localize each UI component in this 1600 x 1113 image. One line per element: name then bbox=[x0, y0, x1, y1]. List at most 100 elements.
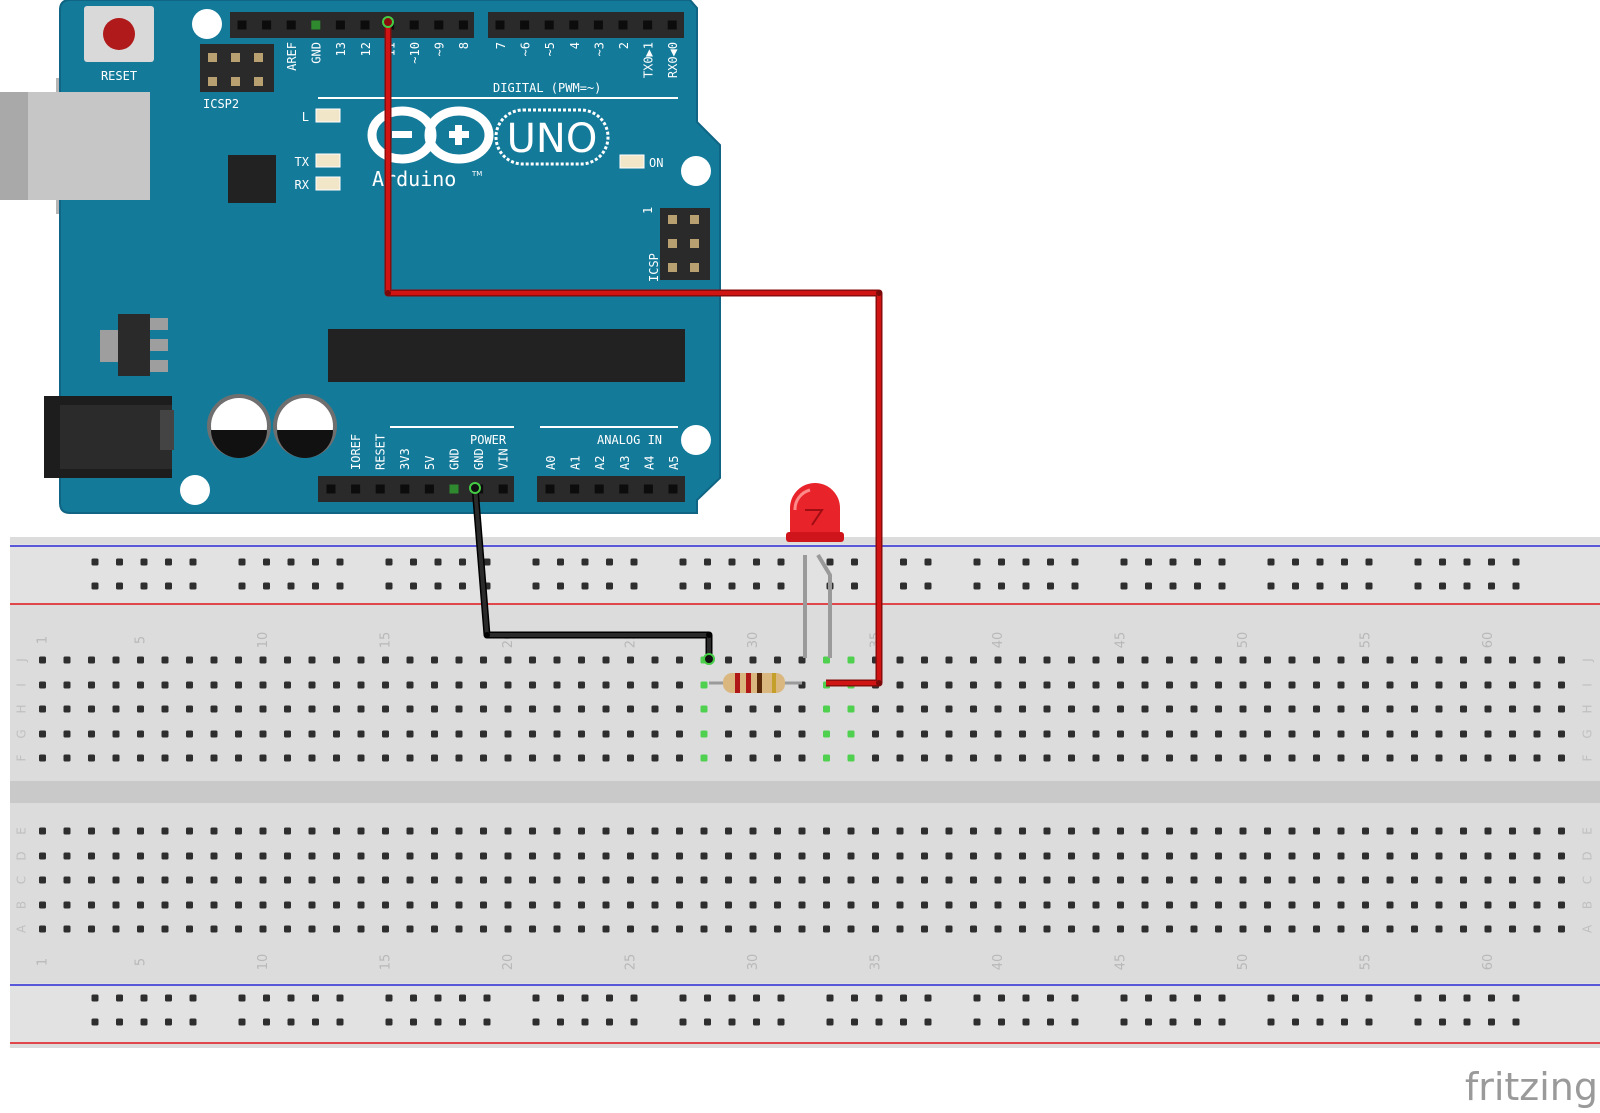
breadboard-hole[interactable] bbox=[651, 852, 659, 860]
breadboard-hole[interactable] bbox=[459, 558, 466, 566]
breadboard-hole[interactable] bbox=[284, 827, 291, 835]
header-pin[interactable] bbox=[311, 20, 321, 30]
breadboard-hole[interactable] bbox=[1141, 925, 1149, 933]
breadboard-hole[interactable] bbox=[553, 681, 561, 689]
breadboard-hole[interactable] bbox=[1386, 901, 1394, 909]
breadboard-hole[interactable] bbox=[1313, 681, 1320, 689]
breadboard-hole[interactable] bbox=[357, 901, 365, 909]
breadboard-hole[interactable] bbox=[529, 730, 536, 738]
breadboard-hole[interactable] bbox=[382, 730, 389, 738]
breadboard-hole[interactable] bbox=[406, 852, 414, 860]
breadboard-hole[interactable] bbox=[1439, 558, 1446, 566]
breadboard-hole[interactable] bbox=[186, 705, 193, 713]
breadboard-hole[interactable] bbox=[1292, 558, 1299, 566]
breadboard-hole[interactable] bbox=[627, 852, 634, 860]
breadboard-hole[interactable] bbox=[679, 1018, 687, 1026]
breadboard-hole[interactable] bbox=[161, 730, 169, 738]
breadboard-hole[interactable] bbox=[1022, 994, 1030, 1002]
breadboard-hole[interactable] bbox=[578, 876, 585, 884]
breadboard-hole[interactable] bbox=[1215, 705, 1222, 713]
breadboard-hole[interactable] bbox=[651, 705, 659, 713]
breadboard-hole[interactable] bbox=[1215, 876, 1222, 884]
breadboard-hole[interactable] bbox=[1068, 827, 1075, 835]
breadboard-hole[interactable] bbox=[1435, 901, 1443, 909]
breadboard-hole[interactable] bbox=[1386, 656, 1394, 664]
breadboard-hole[interactable] bbox=[189, 994, 197, 1002]
breadboard-hole[interactable] bbox=[137, 852, 144, 860]
breadboard-hole[interactable] bbox=[872, 925, 879, 933]
breadboard-hole[interactable] bbox=[284, 705, 291, 713]
breadboard-hole[interactable] bbox=[553, 730, 561, 738]
breadboard-hole[interactable] bbox=[1043, 705, 1051, 713]
breadboard-hole[interactable] bbox=[210, 901, 218, 909]
breadboard-hole[interactable] bbox=[725, 901, 732, 909]
breadboard-hole[interactable] bbox=[39, 730, 46, 738]
breadboard-hole[interactable] bbox=[1484, 901, 1492, 909]
breadboard-hole[interactable] bbox=[676, 876, 683, 884]
breadboard-hole[interactable] bbox=[700, 681, 708, 689]
breadboard-hole[interactable] bbox=[1141, 754, 1149, 762]
breadboard-hole[interactable] bbox=[1288, 754, 1296, 762]
breadboard-hole[interactable] bbox=[753, 558, 760, 566]
breadboard-hole[interactable] bbox=[1439, 994, 1446, 1002]
breadboard-hole[interactable] bbox=[1264, 705, 1271, 713]
breadboard-hole[interactable] bbox=[238, 994, 246, 1002]
breadboard-hole[interactable] bbox=[581, 1018, 589, 1026]
breadboard-hole[interactable] bbox=[480, 852, 487, 860]
breadboard-hole[interactable] bbox=[406, 827, 414, 835]
breadboard-hole[interactable] bbox=[210, 876, 218, 884]
breadboard-hole[interactable] bbox=[1386, 876, 1394, 884]
breadboard-hole[interactable] bbox=[91, 558, 99, 566]
breadboard-hole[interactable] bbox=[1386, 705, 1394, 713]
breadboard-hole[interactable] bbox=[1460, 681, 1467, 689]
breadboard-hole[interactable] bbox=[284, 681, 291, 689]
breadboard-hole[interactable] bbox=[1169, 1018, 1177, 1026]
breadboard-hole[interactable] bbox=[553, 901, 561, 909]
breadboard-hole[interactable] bbox=[137, 925, 144, 933]
breadboard-hole[interactable] bbox=[872, 705, 879, 713]
breadboard-hole[interactable] bbox=[945, 827, 953, 835]
breadboard-hole[interactable] bbox=[777, 558, 785, 566]
breadboard-hole[interactable] bbox=[1509, 681, 1516, 689]
breadboard-hole[interactable] bbox=[1288, 705, 1296, 713]
breadboard-hole[interactable] bbox=[459, 994, 466, 1002]
breadboard-hole[interactable] bbox=[1337, 852, 1345, 860]
breadboard-hole[interactable] bbox=[606, 558, 613, 566]
breadboard-hole[interactable] bbox=[1239, 876, 1247, 884]
breadboard-hole[interactable] bbox=[1092, 754, 1100, 762]
breadboard-hole[interactable] bbox=[896, 754, 904, 762]
breadboard-hole[interactable] bbox=[553, 705, 561, 713]
breadboard-hole[interactable] bbox=[63, 681, 71, 689]
breadboard-hole[interactable] bbox=[165, 1018, 172, 1026]
breadboard-hole[interactable] bbox=[630, 582, 638, 590]
header-pin[interactable] bbox=[667, 20, 677, 30]
breadboard-hole[interactable] bbox=[39, 852, 46, 860]
breadboard-hole[interactable] bbox=[700, 705, 708, 713]
breadboard-hole[interactable] bbox=[63, 827, 71, 835]
breadboard-hole[interactable] bbox=[137, 827, 144, 835]
breadboard-hole[interactable] bbox=[112, 852, 120, 860]
breadboard-hole[interactable] bbox=[532, 1018, 540, 1026]
breadboard-hole[interactable] bbox=[238, 582, 246, 590]
breadboard-hole[interactable] bbox=[1092, 681, 1100, 689]
breadboard-hole[interactable] bbox=[1264, 656, 1271, 664]
breadboard-hole[interactable] bbox=[235, 876, 242, 884]
breadboard-hole[interactable] bbox=[1068, 730, 1075, 738]
breadboard-hole[interactable] bbox=[1019, 754, 1026, 762]
breadboard-hole[interactable] bbox=[140, 582, 148, 590]
breadboard-hole[interactable] bbox=[1460, 705, 1467, 713]
breadboard-hole[interactable] bbox=[284, 730, 291, 738]
breadboard-hole[interactable] bbox=[382, 901, 389, 909]
breadboard-hole[interactable] bbox=[1337, 656, 1345, 664]
breadboard-hole[interactable] bbox=[431, 901, 438, 909]
breadboard-hole[interactable] bbox=[1484, 852, 1492, 860]
breadboard-hole[interactable] bbox=[896, 852, 904, 860]
breadboard-hole[interactable] bbox=[578, 827, 585, 835]
breadboard-hole[interactable] bbox=[627, 656, 634, 664]
breadboard-hole[interactable] bbox=[1435, 754, 1443, 762]
breadboard-hole[interactable] bbox=[1292, 582, 1299, 590]
breadboard-hole[interactable] bbox=[1120, 558, 1128, 566]
breadboard-hole[interactable] bbox=[970, 656, 977, 664]
breadboard-hole[interactable] bbox=[1533, 730, 1541, 738]
breadboard-hole[interactable] bbox=[357, 705, 365, 713]
